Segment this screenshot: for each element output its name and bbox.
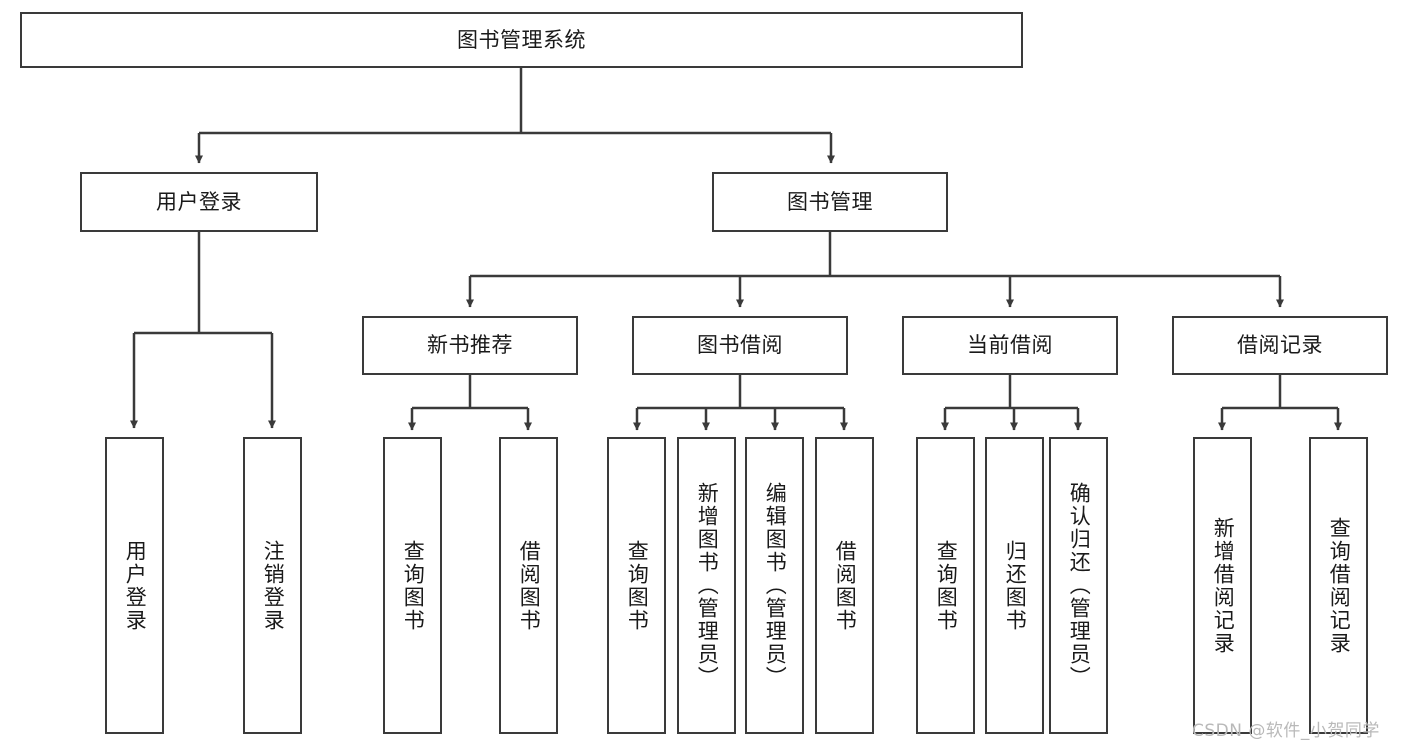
node-user-login[interactable]: 用户登录	[80, 172, 318, 232]
node-label: 用户登录	[156, 189, 242, 214]
node-label: 编辑图书（管理员）	[763, 482, 788, 689]
node-label: 当前借阅	[967, 333, 1053, 358]
node-label: 图书管理系统	[457, 27, 586, 52]
node-label: 借阅图书	[517, 539, 542, 632]
leaf-book-borrow-borrow-book[interactable]: 借阅图书	[815, 437, 874, 734]
node-borrow-records[interactable]: 借阅记录	[1172, 316, 1388, 375]
node-label: 查询借阅记录	[1327, 516, 1352, 655]
node-label: 新增图书（管理员）	[695, 482, 720, 689]
node-label: 借阅记录	[1237, 333, 1323, 358]
leaf-current-borrow-confirm-return-admin[interactable]: 确认归还（管理员）	[1049, 437, 1108, 734]
node-label: 图书管理	[787, 189, 873, 214]
node-label: 图书借阅	[697, 333, 783, 358]
leaf-user-login-logout[interactable]: 注销登录	[243, 437, 302, 734]
node-label: 注销登录	[261, 539, 286, 632]
leaf-book-borrow-query-book[interactable]: 查询图书	[607, 437, 666, 734]
node-label: 用户登录	[123, 539, 148, 632]
leaf-book-borrow-add-book-admin[interactable]: 新增图书（管理员）	[677, 437, 736, 734]
node-new-book-recommend[interactable]: 新书推荐	[362, 316, 578, 375]
node-label: 借阅图书	[833, 539, 858, 632]
node-label: 归还图书	[1003, 539, 1028, 632]
node-label: 查询图书	[934, 539, 959, 632]
leaf-borrow-records-query-record[interactable]: 查询借阅记录	[1309, 437, 1368, 734]
node-current-borrow[interactable]: 当前借阅	[902, 316, 1118, 375]
leaf-new-book-query-book[interactable]: 查询图书	[383, 437, 442, 734]
node-label: 新增借阅记录	[1211, 516, 1236, 655]
node-label: 查询图书	[625, 539, 650, 632]
node-label: 新书推荐	[427, 333, 513, 358]
node-book-borrow[interactable]: 图书借阅	[632, 316, 848, 375]
node-root-book-management-system[interactable]: 图书管理系统	[20, 12, 1023, 68]
node-label: 查询图书	[401, 539, 426, 632]
leaf-current-borrow-query-book[interactable]: 查询图书	[916, 437, 975, 734]
csdn-watermark: CSDN @软件_小贺同学	[1192, 721, 1380, 741]
leaf-user-login-login[interactable]: 用户登录	[105, 437, 164, 734]
leaf-current-borrow-return-book[interactable]: 归还图书	[985, 437, 1044, 734]
leaf-borrow-records-add-record[interactable]: 新增借阅记录	[1193, 437, 1252, 734]
leaf-new-book-borrow-book[interactable]: 借阅图书	[499, 437, 558, 734]
node-book-management[interactable]: 图书管理	[712, 172, 948, 232]
node-label: 确认归还（管理员）	[1067, 482, 1092, 689]
leaf-book-borrow-edit-book-admin[interactable]: 编辑图书（管理员）	[745, 437, 804, 734]
